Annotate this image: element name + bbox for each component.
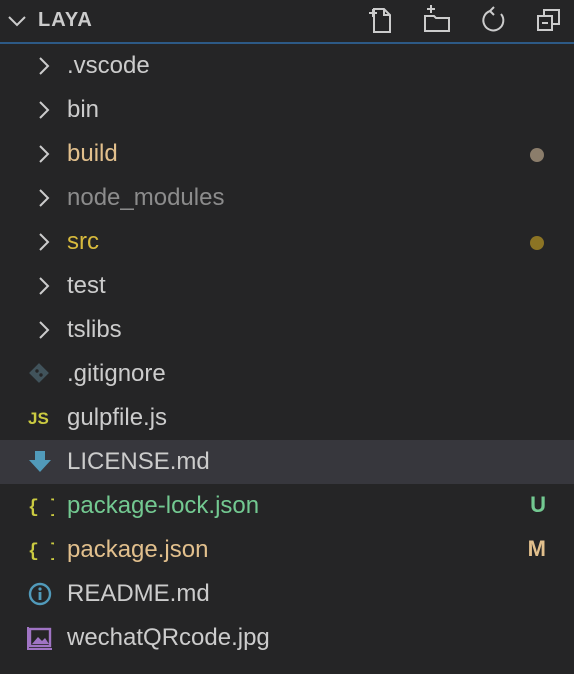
folder-item[interactable]: tslibs [0,308,574,352]
folder-item[interactable]: src [0,220,574,264]
item-label: build [67,140,118,167]
svg-text:{ }: { } [28,498,54,518]
image-icon [26,625,54,651]
item-label: node_modules [67,184,225,211]
folder-item[interactable]: bin [0,88,574,132]
git-icon [26,361,54,387]
chevron-right-icon [34,231,54,253]
modified-dot-icon [530,236,544,250]
item-label: LICENSE.md [67,448,210,475]
chevron-right-icon [34,275,54,297]
download-icon [26,449,54,475]
file-item[interactable]: wechatQRcode.jpg [0,616,574,660]
folder-item[interactable]: node_modules [0,176,574,220]
file-item[interactable]: LICENSE.md [0,440,574,484]
item-label: gulpfile.js [67,404,168,431]
info-icon [26,581,54,607]
chevron-right-icon [34,55,54,77]
file-item[interactable]: { } package-lock.json U [0,484,574,528]
new-file-icon[interactable] [366,5,396,35]
item-label: bin [67,96,100,123]
file-item[interactable]: .gitignore [0,352,574,396]
item-label: tslibs [67,316,122,343]
new-folder-icon[interactable] [422,5,452,35]
chevron-right-icon [34,143,54,165]
item-label: .gitignore [67,360,166,387]
explorer-title: LAYA [38,9,93,31]
svg-text:{ }: { } [28,542,54,562]
item-label: test [67,272,106,299]
folder-item[interactable]: test [0,264,574,308]
explorer-header[interactable]: LAYA [0,0,574,44]
item-label: wechatQRcode.jpg [67,624,270,651]
chevron-right-icon [34,187,54,209]
folder-item[interactable]: build [0,132,574,176]
js-icon: JS [26,405,54,431]
folder-item[interactable]: .vscode [0,44,574,88]
item-label: package.json [67,536,209,563]
file-item[interactable]: JS gulpfile.js [0,396,574,440]
chevron-right-icon [34,99,54,121]
git-status-badge: U [530,492,546,517]
item-label: package-lock.json [67,492,260,519]
item-label: .vscode [67,52,150,79]
svg-text:JS: JS [28,409,49,428]
collapse-all-icon[interactable] [534,5,564,35]
git-status-badge: M [527,536,546,561]
file-item[interactable]: README.md [0,572,574,616]
chevron-down-icon[interactable] [6,10,28,32]
item-label: src [67,228,99,255]
refresh-icon[interactable] [478,5,508,35]
file-item[interactable]: { } package.json M [0,528,574,572]
json-icon: { } [26,537,60,563]
modified-dot-icon [530,148,544,162]
item-label: README.md [67,580,210,607]
json-icon: { } [26,493,60,519]
chevron-right-icon [34,319,54,341]
